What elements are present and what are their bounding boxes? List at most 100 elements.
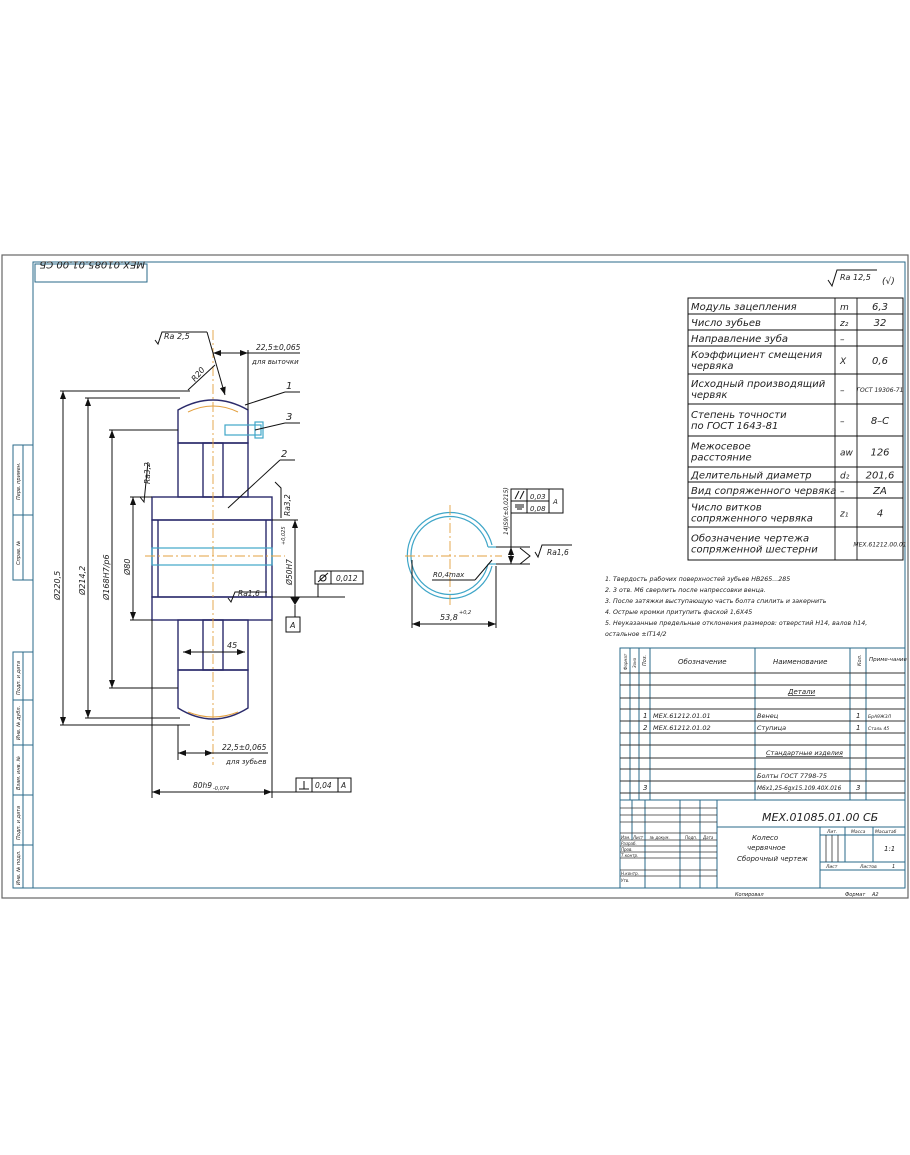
dim-rim-top: 22,5±0,065 <box>256 343 301 352</box>
param-value: ГОСТ 19306-71 <box>857 387 904 394</box>
runout-tolerance-frame <box>314 570 364 585</box>
bom-pos: 1 <box>643 712 647 720</box>
bom-header-zone: Зона <box>632 657 637 668</box>
dim-outer-diameter: Ø220,5 <box>52 571 62 601</box>
bom-pos: 3 <box>643 784 647 792</box>
param-label: Вид сопряженного червяка <box>691 486 836 497</box>
bom-header-code: Обозначение <box>678 658 727 666</box>
param-label: червяка <box>691 361 734 372</box>
bom-code: МЕХ.61212.01.01 <box>653 712 711 720</box>
roughness-right: Ra3,2 <box>283 494 292 516</box>
dim-fit-diameter: Ø168H7/p6 <box>101 554 111 601</box>
roughness-symbol: (√) <box>882 276 895 287</box>
side-label: Перв. примен. <box>16 462 22 500</box>
dim-depth-tolerance: +0,2 <box>459 610 471 616</box>
bom-name: Ступица <box>757 724 786 732</box>
bom-name: М6х1,25-6gх15.109.40Х.016 <box>757 786 842 792</box>
bom-pos: 2 <box>643 724 648 732</box>
bom-header-format: Формат <box>623 653 628 670</box>
side-label: Справ. № <box>16 541 22 565</box>
param-symbol: X <box>839 357 847 367</box>
param-label: Число зубьев <box>691 317 761 329</box>
param-symbol: z₁ <box>839 510 849 520</box>
note-4: 4. Острые кромки притупить фаской 1,6Х45 <box>605 609 752 616</box>
param-value: МЕХ.61212.00.01 <box>853 542 906 549</box>
section-radius: R0,4max <box>433 571 465 579</box>
param-value: 6,3 <box>872 302 888 313</box>
param-symbol: d₂ <box>840 472 850 482</box>
side-label: Инв. № подл. <box>16 851 22 886</box>
perpendicularity-datum: A <box>340 781 346 790</box>
param-value: 4 <box>877 509 883 520</box>
callout-1: 1 <box>286 381 292 392</box>
datum-a: A <box>289 621 295 630</box>
param-symbol: – <box>840 386 845 396</box>
roughness-bore: Ra1,6 <box>238 589 260 598</box>
param-symbol: – <box>840 335 845 345</box>
section-datum: A <box>552 498 558 506</box>
bom-note: БрА9Ж3Л <box>868 714 892 720</box>
bom-qty: 1 <box>856 724 860 732</box>
tb-col-header: Дата <box>702 835 714 840</box>
param-symbol: – <box>840 417 845 427</box>
bom-header-pos: Поз. <box>642 655 648 666</box>
tb-role: Н.контр. <box>621 871 639 876</box>
tb-scale: 1:1 <box>884 845 895 853</box>
roughness-text: Ra 12,5 <box>840 273 871 282</box>
runout-value: 0,012 <box>336 574 358 583</box>
dim-width-tolerance: -0,074 <box>213 786 229 792</box>
param-label: Обозначение чертежа <box>691 533 809 545</box>
roughness-top: Ra 2,5 <box>164 332 190 341</box>
param-label: Исходный производящий <box>691 379 826 390</box>
part-name-line: Колесо <box>752 834 778 842</box>
side-label: Подп. и дата <box>16 806 22 840</box>
bom-header-note: Приме-чание <box>869 657 908 663</box>
param-label: расстояние <box>690 453 752 464</box>
dim-hub-diameter: Ø80 <box>122 559 132 576</box>
dim-depth: 53,8 <box>440 613 458 622</box>
tb-format: А2 <box>871 892 879 898</box>
note-5-cont: остальное ±IT14/2 <box>605 631 667 638</box>
keyway-section-view: 14JS9(±0,0215) 0,03 0,08 A Ra1,6 R0,4max… <box>405 487 572 628</box>
tb-col-header: Лист <box>632 835 644 840</box>
side-label: Подп. и дата <box>16 661 22 695</box>
tb-role: Разраб. <box>621 841 637 846</box>
tb-mass: Масса <box>851 829 866 835</box>
tb-scale-label: Масштаб <box>875 829 897 835</box>
param-value: 0,6 <box>872 356 888 367</box>
param-symbol: z₂ <box>839 319 849 329</box>
param-label: Число витков <box>691 503 762 514</box>
param-label: Делительный диаметр <box>690 471 812 482</box>
rim-lower <box>177 669 249 720</box>
bom-note: Сталь 45 <box>868 726 889 732</box>
tb-sheet: Лист <box>825 864 838 870</box>
tb-col-header: Подп. <box>685 835 697 840</box>
keyway <box>151 547 273 566</box>
drawing-type: Сборочный чертеж <box>737 855 808 863</box>
side-label: Взам. инв. № <box>16 756 22 790</box>
param-value: 201,6 <box>866 471 895 482</box>
section-roughness: Ra1,6 <box>547 548 569 557</box>
keyway-width-dim: 14JS9(±0,0215) <box>503 487 510 535</box>
bom-name: Венец <box>757 712 779 720</box>
dim-bore-tolerance: +0,025 <box>281 526 287 545</box>
tb-lit: Лит. <box>826 829 837 835</box>
roughness-left: Ra3,2 <box>143 462 152 484</box>
bom-qty: 3 <box>856 784 860 792</box>
dim-pitch-diameter: Ø214,2 <box>77 566 87 596</box>
side-label: Инв. № дубл. <box>16 706 22 740</box>
callout-2: 2 <box>281 449 287 460</box>
param-value: 8–С <box>871 416 889 427</box>
callout-3: 3 <box>286 412 292 423</box>
rotated-designation: МЕХ.01085.01.00 СБ <box>34 259 148 283</box>
param-table-border <box>687 297 904 561</box>
param-symbol: m <box>840 303 849 313</box>
param-label: сопряженного червяка <box>691 514 813 525</box>
bom-header-qty: Кол. <box>857 655 863 666</box>
drawing-designation: МЕХ.01085.01.00 СБ <box>762 811 878 824</box>
symmetry-value: 0,08 <box>530 505 546 513</box>
tb-sheets: Листов <box>859 864 877 870</box>
param-symbol: – <box>840 487 845 497</box>
param-label: по ГОСТ 1643-81 <box>691 421 778 432</box>
param-value: 126 <box>870 448 889 459</box>
